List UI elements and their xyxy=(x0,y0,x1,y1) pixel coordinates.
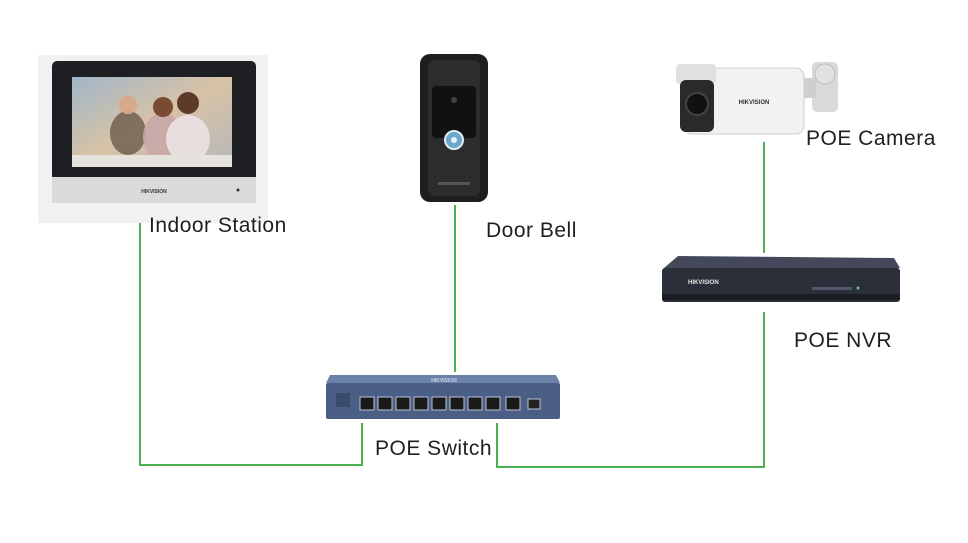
poe-switch-icon: HIKVISION xyxy=(326,375,560,419)
photo-person-head xyxy=(119,96,137,114)
wire-switch-to-nvr xyxy=(496,312,765,468)
camera-mount-joint xyxy=(814,63,836,85)
indoor-station-logo: HIKVISION xyxy=(141,189,167,195)
poe-switch-label: POE Switch xyxy=(375,437,493,460)
switch-ports xyxy=(359,396,521,411)
switch-port xyxy=(377,396,393,411)
switch-status-leds xyxy=(336,393,350,407)
nvr-icon: HIKVISION xyxy=(662,256,900,302)
switch-port xyxy=(395,396,411,411)
photo-person-head xyxy=(177,92,199,114)
indicator-led xyxy=(236,188,240,192)
photo-sofa xyxy=(72,155,232,167)
photo-person-head xyxy=(153,97,173,117)
switch-port xyxy=(431,396,447,411)
switch-top xyxy=(326,375,560,383)
camera-lens xyxy=(685,92,709,116)
nvr-top xyxy=(664,256,900,268)
door-bell-icon xyxy=(420,54,488,202)
photo-person xyxy=(110,111,146,155)
photo-person xyxy=(166,115,210,163)
wire-indoor-station-to-switch xyxy=(139,207,363,466)
switch-logo: HIKVISION xyxy=(431,378,457,384)
indoor-station-label: Indoor Station xyxy=(149,214,287,237)
door-bell-lens xyxy=(451,97,457,103)
poe-camera-label: POE Camera xyxy=(806,127,936,150)
door-bell-speaker xyxy=(438,182,470,185)
bullet-camera-icon: HIKVISION xyxy=(676,62,838,135)
switch-port xyxy=(413,396,429,411)
nvr-logo: HIKVISION xyxy=(688,280,719,286)
poe-nvr-label: POE NVR xyxy=(794,329,893,352)
switch-port xyxy=(449,396,465,411)
switch-sfp-port xyxy=(527,398,541,410)
camera-sunshield xyxy=(676,64,716,84)
switch-port xyxy=(467,396,483,411)
indoor-station-panel xyxy=(52,177,256,203)
indoor-station-icon: HIKVISION xyxy=(38,55,268,223)
door-bell-label: Door Bell xyxy=(486,219,577,242)
door-bell-button-glyph xyxy=(451,137,457,143)
switch-uplink-port xyxy=(505,396,521,411)
camera-logo: HIKVISION xyxy=(739,100,770,106)
switch-port xyxy=(485,396,501,411)
nvr-power-led xyxy=(856,286,860,290)
nvr-body xyxy=(662,268,900,302)
nvr-indicators xyxy=(812,287,852,290)
switch-port xyxy=(359,396,375,411)
door-bell-camera-window xyxy=(432,86,476,138)
nvr-base xyxy=(662,294,900,300)
